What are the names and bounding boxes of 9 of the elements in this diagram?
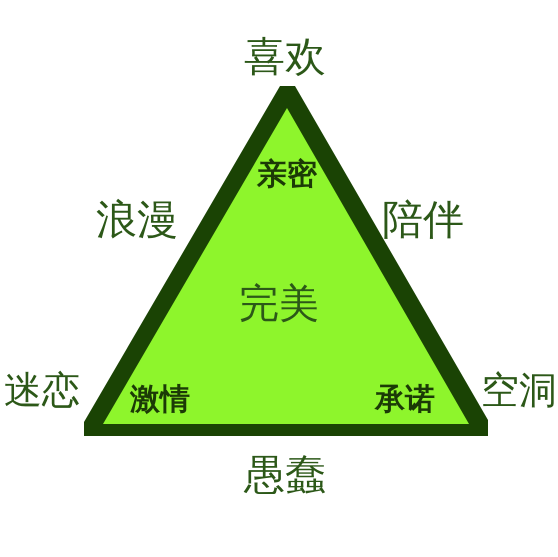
vertex-label: 激情 <box>130 385 190 415</box>
vertex-label: 亲密 <box>257 160 317 190</box>
center-label: 完美 <box>239 284 319 324</box>
side-label: 陪伴 <box>382 200 464 240</box>
side-label: 浪漫 <box>96 200 178 240</box>
vertex-label: 喜欢 <box>244 36 326 78</box>
side-label: 愚蠢 <box>244 454 326 496</box>
vertex-label: 空洞 <box>481 371 557 409</box>
vertex-label: 承诺 <box>375 385 435 415</box>
